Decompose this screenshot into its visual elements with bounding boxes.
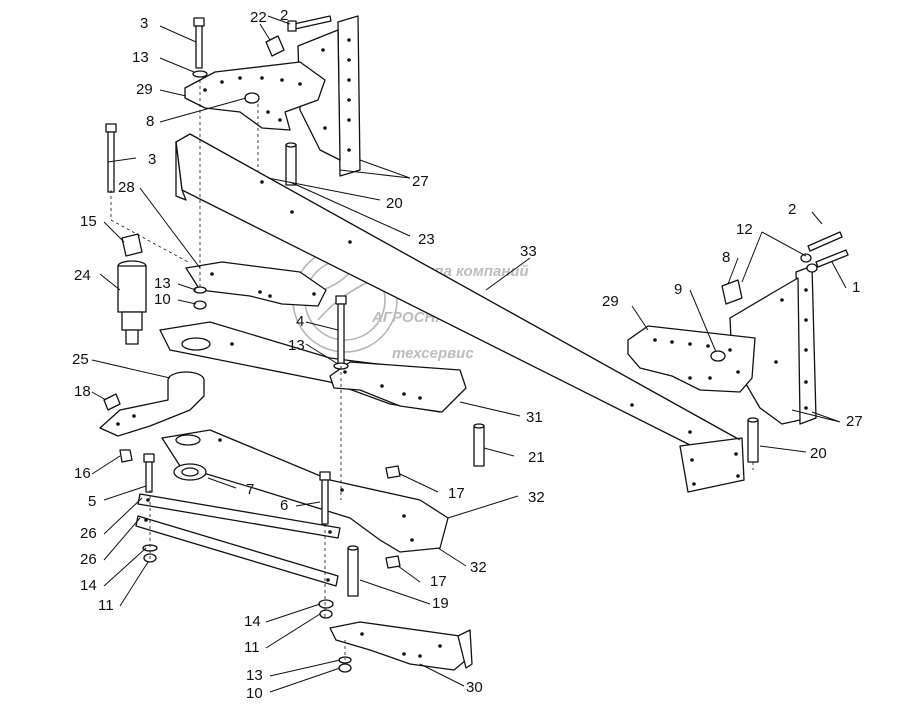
nut-9	[710, 350, 726, 362]
bushing-8-right	[721, 279, 743, 305]
nut-8-upper	[244, 92, 260, 104]
bolts-1-2-right	[800, 231, 849, 273]
callout-21: 21	[528, 449, 545, 466]
shock-absorber-24	[117, 260, 147, 345]
callout-13: 13	[132, 49, 149, 66]
arm-25	[99, 371, 205, 437]
lower-plate-32	[161, 429, 449, 553]
callout-23: 23	[418, 231, 435, 248]
callout-8: 8	[146, 113, 154, 130]
bracket-28	[185, 261, 327, 307]
callout-11: 11	[244, 639, 260, 656]
callout-13: 13	[154, 275, 171, 292]
callout-14: 14	[80, 577, 97, 594]
callout-30: 30	[466, 679, 483, 696]
callout-2: 2	[788, 201, 796, 218]
nut-16	[119, 449, 133, 463]
main-beam-33	[175, 133, 745, 493]
callout-27: 27	[846, 413, 863, 430]
callout-13: 13	[288, 337, 305, 354]
bushing-18	[103, 393, 121, 411]
callout-7: 7	[246, 481, 254, 498]
washer-7	[173, 463, 207, 481]
callout-27: 27	[412, 173, 429, 190]
callout-11: 11	[98, 597, 114, 614]
callout-3: 3	[148, 151, 156, 168]
callout-24: 24	[74, 267, 91, 284]
bracket-30	[329, 621, 473, 671]
callout-29: 29	[602, 293, 619, 310]
callout-2: 2	[280, 7, 288, 24]
bushing-22	[265, 35, 285, 57]
callout-3: 3	[140, 15, 148, 32]
callout-28: 28	[118, 179, 135, 196]
washers-14-11-left	[142, 544, 158, 563]
callout-9: 9	[674, 281, 682, 298]
callout-17: 17	[448, 485, 465, 502]
callout-26: 26	[80, 551, 97, 568]
callout-14: 14	[244, 613, 261, 630]
callout-25: 25	[72, 351, 89, 368]
callout-12: 12	[736, 221, 753, 238]
right-bracket-27	[729, 265, 817, 425]
callout-10: 10	[246, 685, 263, 702]
link-bars-26	[135, 493, 341, 587]
callout-33: 33	[520, 243, 537, 260]
bolt-4	[333, 295, 349, 370]
bolt-3-left	[105, 123, 117, 193]
callout-16: 16	[74, 465, 91, 482]
callout-26: 26	[80, 525, 97, 542]
callout-29: 29	[136, 81, 153, 98]
callout-17: 17	[430, 573, 447, 590]
callout-31: 31	[526, 409, 543, 426]
callout-18: 18	[74, 383, 91, 400]
callout-6: 6	[280, 497, 288, 514]
leader-lines	[91, 15, 847, 693]
callout-4: 4	[296, 313, 304, 330]
callout-13: 13	[246, 667, 263, 684]
pin-19	[347, 545, 359, 597]
callout-labels: 3 22 2 13 29 8 3 27 28 20 15 23 24 13 10…	[72, 7, 863, 702]
pin-20-upper	[285, 142, 297, 186]
pin-21	[473, 423, 485, 467]
callout-32: 32	[528, 489, 545, 506]
upper-arm-plate-4	[329, 361, 467, 413]
bolt-3-upper	[192, 17, 208, 78]
callout-22: 22	[250, 9, 267, 26]
bolt-2-upper	[287, 15, 332, 32]
callout-15: 15	[80, 213, 97, 230]
nuts-17	[385, 465, 401, 569]
callout-32: 32	[470, 559, 487, 576]
washers-14-11-bottom	[318, 599, 334, 619]
pin-20-right	[747, 417, 759, 463]
callout-10: 10	[154, 291, 171, 308]
callout-8: 8	[722, 249, 730, 266]
callout-20: 20	[386, 195, 403, 212]
right-plate-29	[627, 325, 756, 393]
watermark-line3: техсервис	[392, 345, 474, 362]
callout-1: 1	[852, 279, 860, 296]
bolt-6	[319, 471, 331, 525]
callout-5: 5	[88, 493, 96, 510]
assembly-axis-lines	[110, 80, 754, 660]
cap-15	[121, 233, 143, 257]
callout-19: 19	[432, 595, 449, 612]
bolt-5	[143, 453, 155, 493]
callout-20: 20	[810, 445, 827, 462]
